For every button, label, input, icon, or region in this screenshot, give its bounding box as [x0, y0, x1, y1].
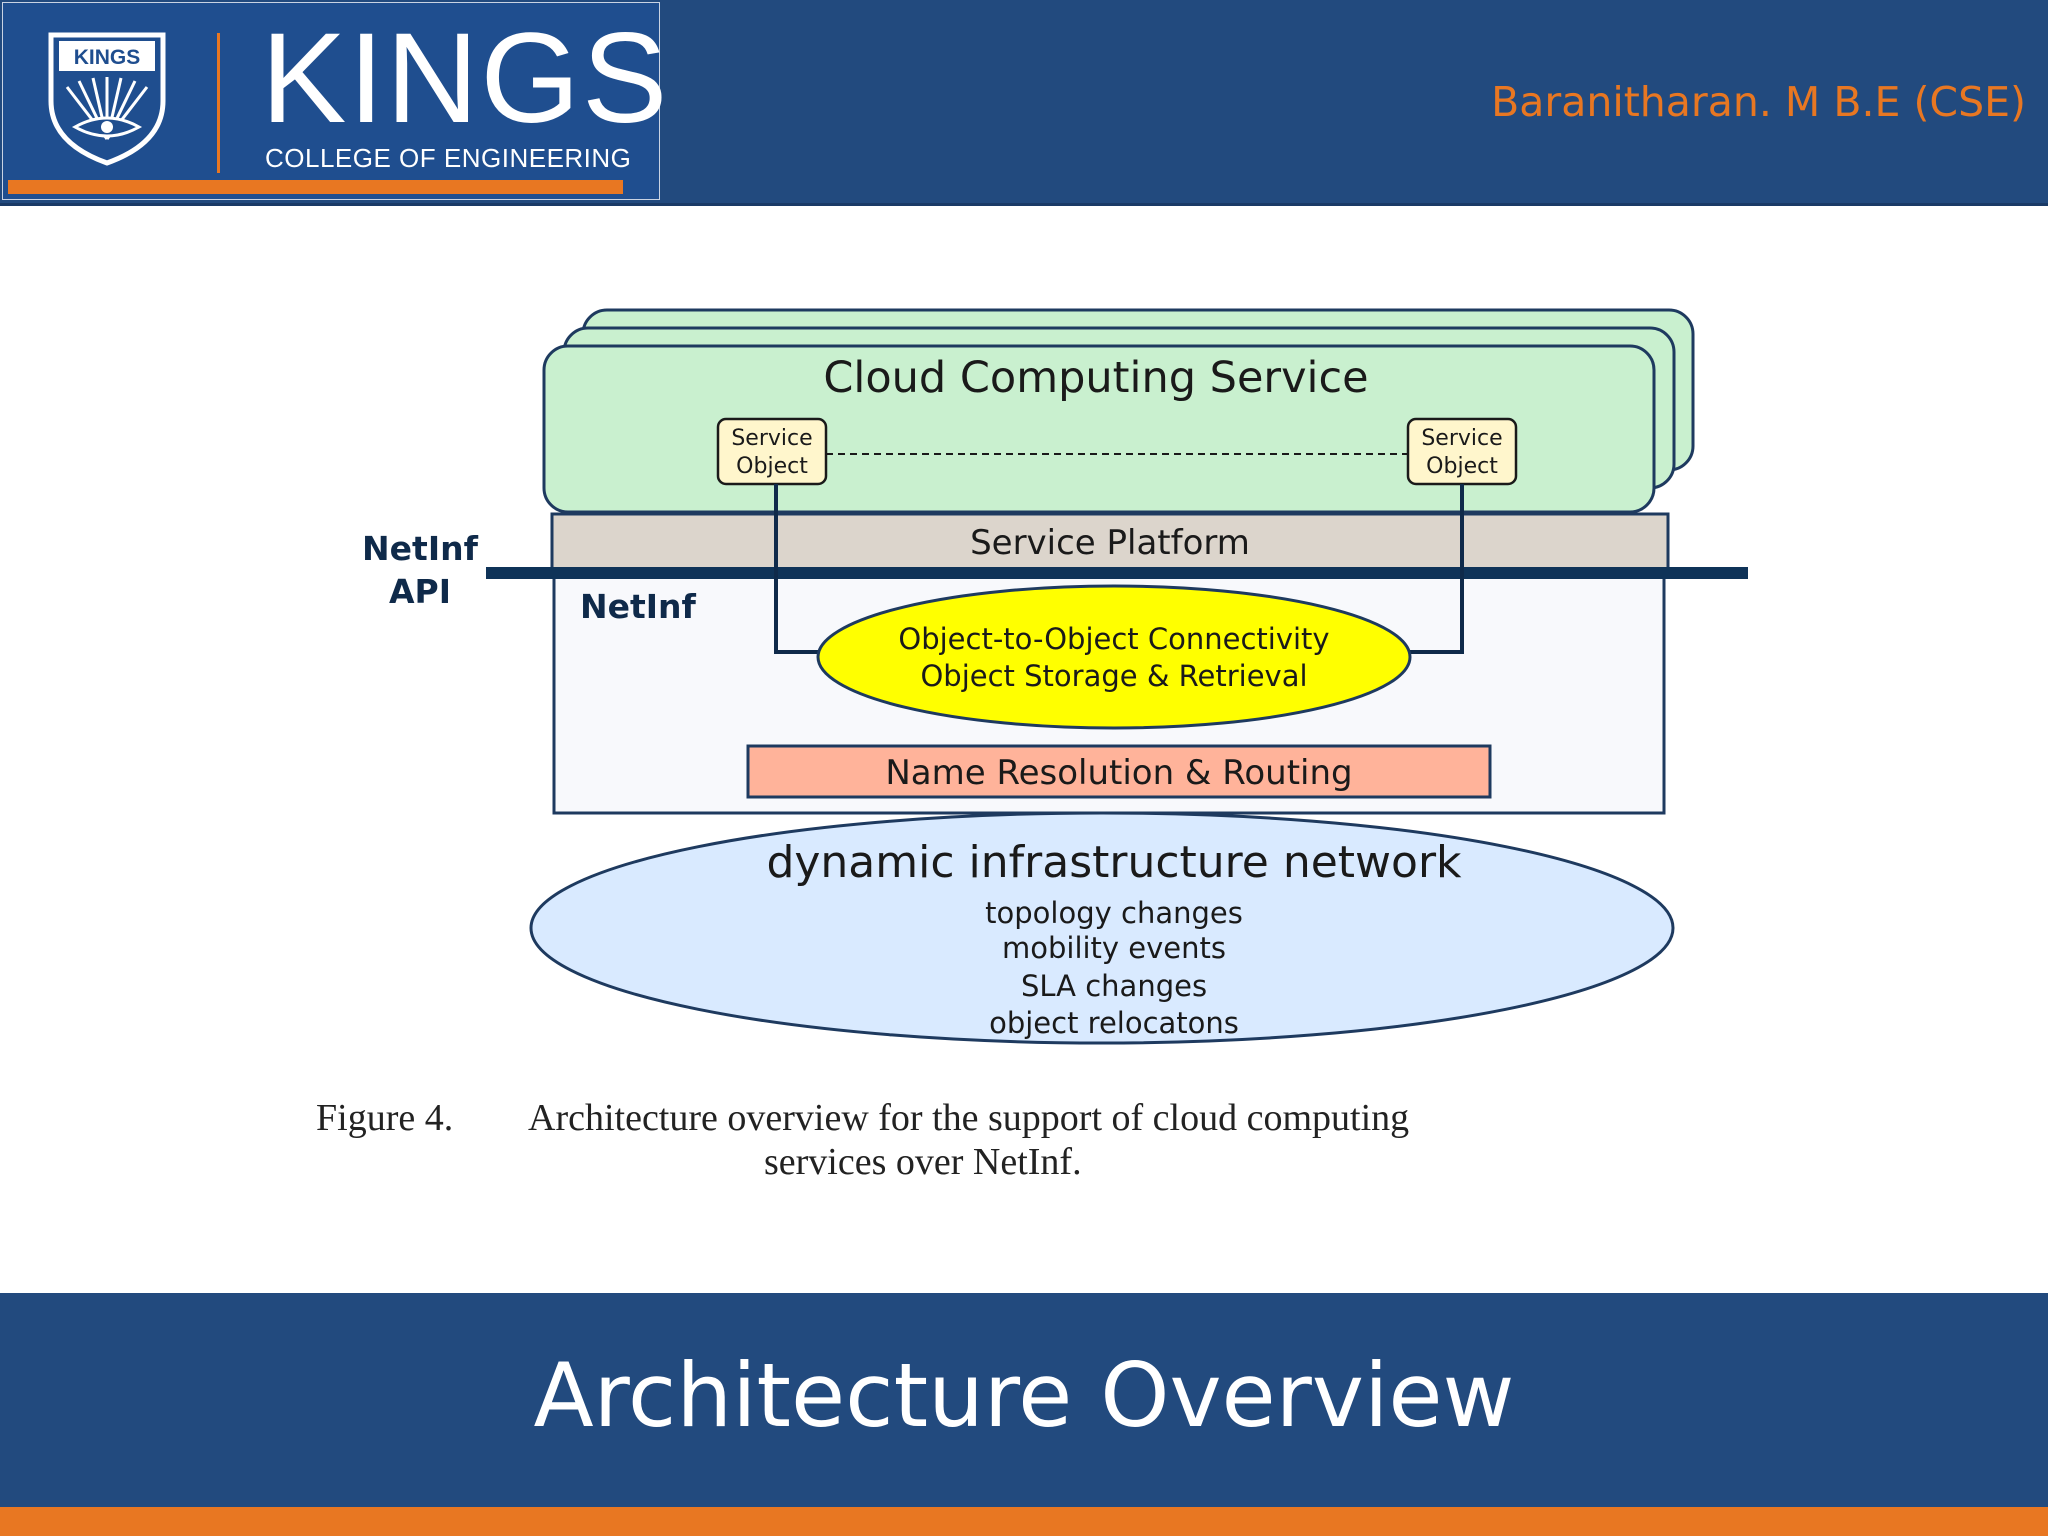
shield-icon: KINGS — [48, 32, 166, 166]
connectivity-line1: Object-to-Object Connectivity — [898, 622, 1329, 656]
connectivity-line2: Object Storage & Retrieval — [920, 659, 1307, 693]
logo-subtitle: COLLEGE OF ENGINEERING — [265, 143, 632, 173]
header-divider — [0, 203, 2048, 206]
infrastructure-item-sla: SLA changes — [1021, 969, 1207, 1003]
connectivity-ellipse — [816, 584, 1412, 730]
logo-accent-bar — [8, 180, 623, 194]
cloud-computing-service-title: Cloud Computing Service — [823, 353, 1368, 403]
college-logo: KINGS KINGS COLLEGE OF ENGINEERING — [2, 2, 667, 200]
netinf-label: NetInf — [580, 587, 697, 626]
service-object-right-line2: Object — [1426, 454, 1498, 479]
shield-label: KINGS — [74, 46, 141, 69]
name-resolution-box — [746, 744, 1492, 799]
figure-number: Figure 4. — [316, 1097, 454, 1139]
logo-wordmark: KINGS — [261, 7, 670, 150]
author-name: Baranitharan. M B.E (CSE) — [1491, 78, 2026, 126]
footer-accent-bar — [0, 1507, 2048, 1536]
service-object-left — [716, 417, 828, 486]
infrastructure-item-mobility: mobility events — [1002, 931, 1226, 965]
service-object-right-line1: Service — [1421, 426, 1502, 451]
infrastructure-item-topology: topology changes — [985, 896, 1243, 930]
figure-caption-line2: services over NetInf. — [764, 1141, 1082, 1183]
netinf-api-label-line2: API — [389, 572, 451, 611]
right-connector — [1406, 484, 1464, 654]
service-platform-label: Service Platform — [970, 523, 1250, 563]
footer-bar — [0, 1293, 2048, 1507]
logo-divider — [217, 33, 220, 173]
left-connector — [774, 484, 826, 654]
infrastructure-item-relocation: object relocatons — [989, 1006, 1239, 1040]
name-resolution-label: Name Resolution & Routing — [885, 753, 1352, 793]
netinf-api-label-line1: NetInf — [362, 529, 479, 568]
figure-caption-line1: Architecture overview for the support of… — [528, 1097, 1410, 1139]
service-object-left-line1: Service — [731, 426, 812, 451]
infrastructure-ellipse — [529, 811, 1675, 1045]
infrastructure-title: dynamic infrastructure network — [766, 837, 1462, 888]
service-object-left-line2: Object — [736, 454, 808, 479]
slide-title: Architecture Overview — [533, 1344, 1515, 1447]
